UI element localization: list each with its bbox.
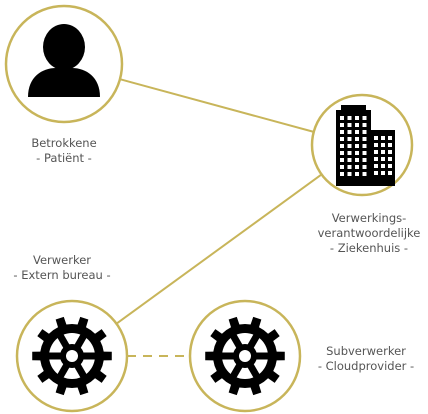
label-verwerker-line2: - Extern bureau - [13,268,111,282]
gear-icon [32,316,112,396]
label-vv-line3: - Ziekenhuis - [329,241,409,255]
label-vv-line2: verantwoordelijke [317,226,421,240]
label-subverwerker-line1: Subverwerker [326,344,406,358]
node-betrokkene[interactable] [4,4,124,124]
label-betrokkene-line1: Betrokkene [31,136,97,150]
label-verwerkingsverantwoordelijke: Verwerkings- verantwoordelijke - Ziekenh… [318,211,421,256]
label-betrokkene-line2: - Patiënt - [36,151,92,165]
label-verwerker-line1: Verwerker [32,253,92,267]
label-verwerker: Verwerker - Extern bureau - [13,253,110,283]
node-verwerkingsverantwoordelijke[interactable] [310,93,414,197]
label-vv-line1: Verwerkings- [331,211,407,225]
building-icon [336,105,395,186]
edge-betrokkene-verwerkingsverantwoordelijke [119,78,315,133]
node-verwerker[interactable] [15,299,129,413]
edge-verwerker-verwerkingsverantwoordelijke [115,173,323,325]
gear-icon [205,316,285,396]
node-subverwerker[interactable] [188,299,302,413]
label-subverwerker-line2: - Cloudprovider - [317,359,415,373]
label-subverwerker: Subverwerker - Cloudprovider - [318,344,414,374]
person-icon [28,24,100,97]
label-betrokkene: Betrokkene - Patiënt - [31,136,96,166]
